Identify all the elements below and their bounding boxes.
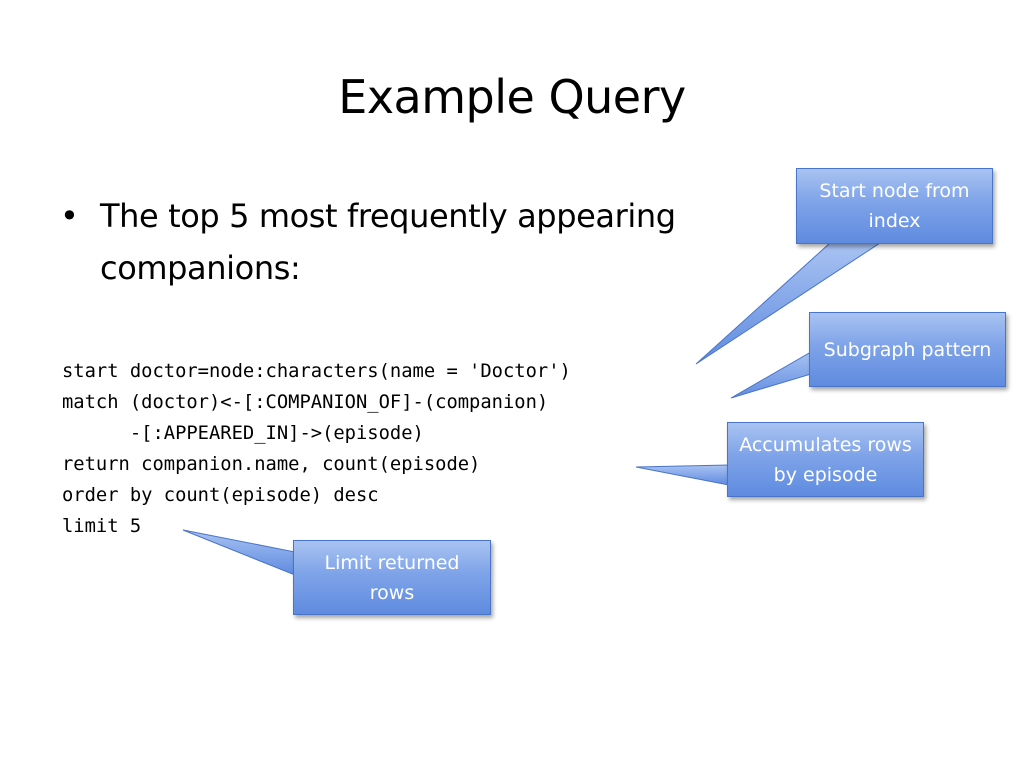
bullet-symbol: • [60,197,79,235]
bullet-text: The top 5 most frequently appearing comp… [100,197,676,287]
callout-subgraph-pattern: Subgraph pattern [809,312,1006,387]
code-line-match-continued: -[:APPEARED_IN]->(episode) [62,423,424,444]
pointer-limit [182,529,296,576]
callout-start-node-text: Start node from index [819,180,970,232]
code-line-order-by: order by count(episode) desc [62,485,379,506]
callout-limit-rows-text: Limit returned rows [324,551,460,604]
callout-accumulates-rows-text: Accumulates rows by episode [739,433,912,486]
callout-limit-rows: Limit returned rows [293,540,491,615]
pointer-accumulates [635,464,730,486]
callout-start-node: Start node from index [796,168,993,244]
code-line-return: return companion.name, count(episode) [62,454,481,475]
code-block: start doctor=node:characters(name = 'Doc… [62,356,571,542]
code-line-limit: limit 5 [62,516,142,537]
slide-title: Example Query [338,70,686,124]
callout-subgraph-pattern-text: Subgraph pattern [823,338,992,361]
code-line-start: start doctor=node:characters(name = 'Doc… [62,361,571,382]
pointer-subgraph [730,351,812,399]
code-line-match: match (doctor)<-[:COMPANION_OF]-(compani… [62,392,549,413]
callout-accumulates-rows: Accumulates rows by episode [727,422,924,497]
